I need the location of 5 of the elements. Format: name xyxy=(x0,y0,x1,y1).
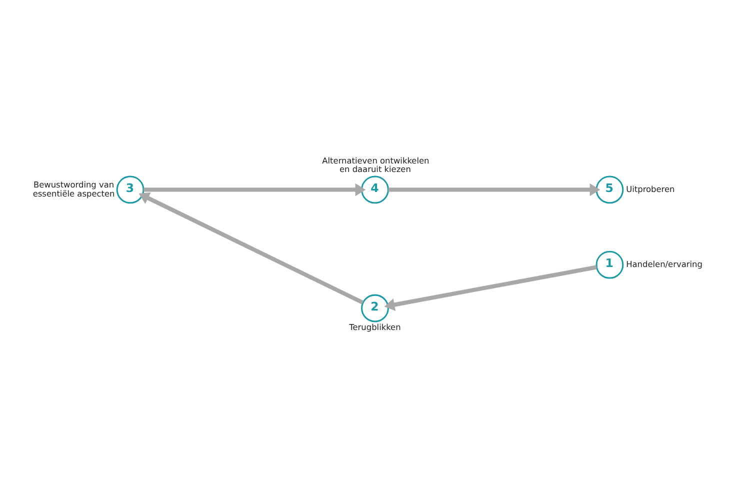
node-label: Alternatieven ontwikkelen en daaruit kiezen xyxy=(322,154,430,174)
node-label: Terugblikken xyxy=(349,322,401,332)
node-label: Handelen/ervaring xyxy=(626,258,702,268)
node-label: Bewustwording van essentiële aspecten xyxy=(32,178,115,198)
node-label: Uitproberen xyxy=(626,183,675,194)
